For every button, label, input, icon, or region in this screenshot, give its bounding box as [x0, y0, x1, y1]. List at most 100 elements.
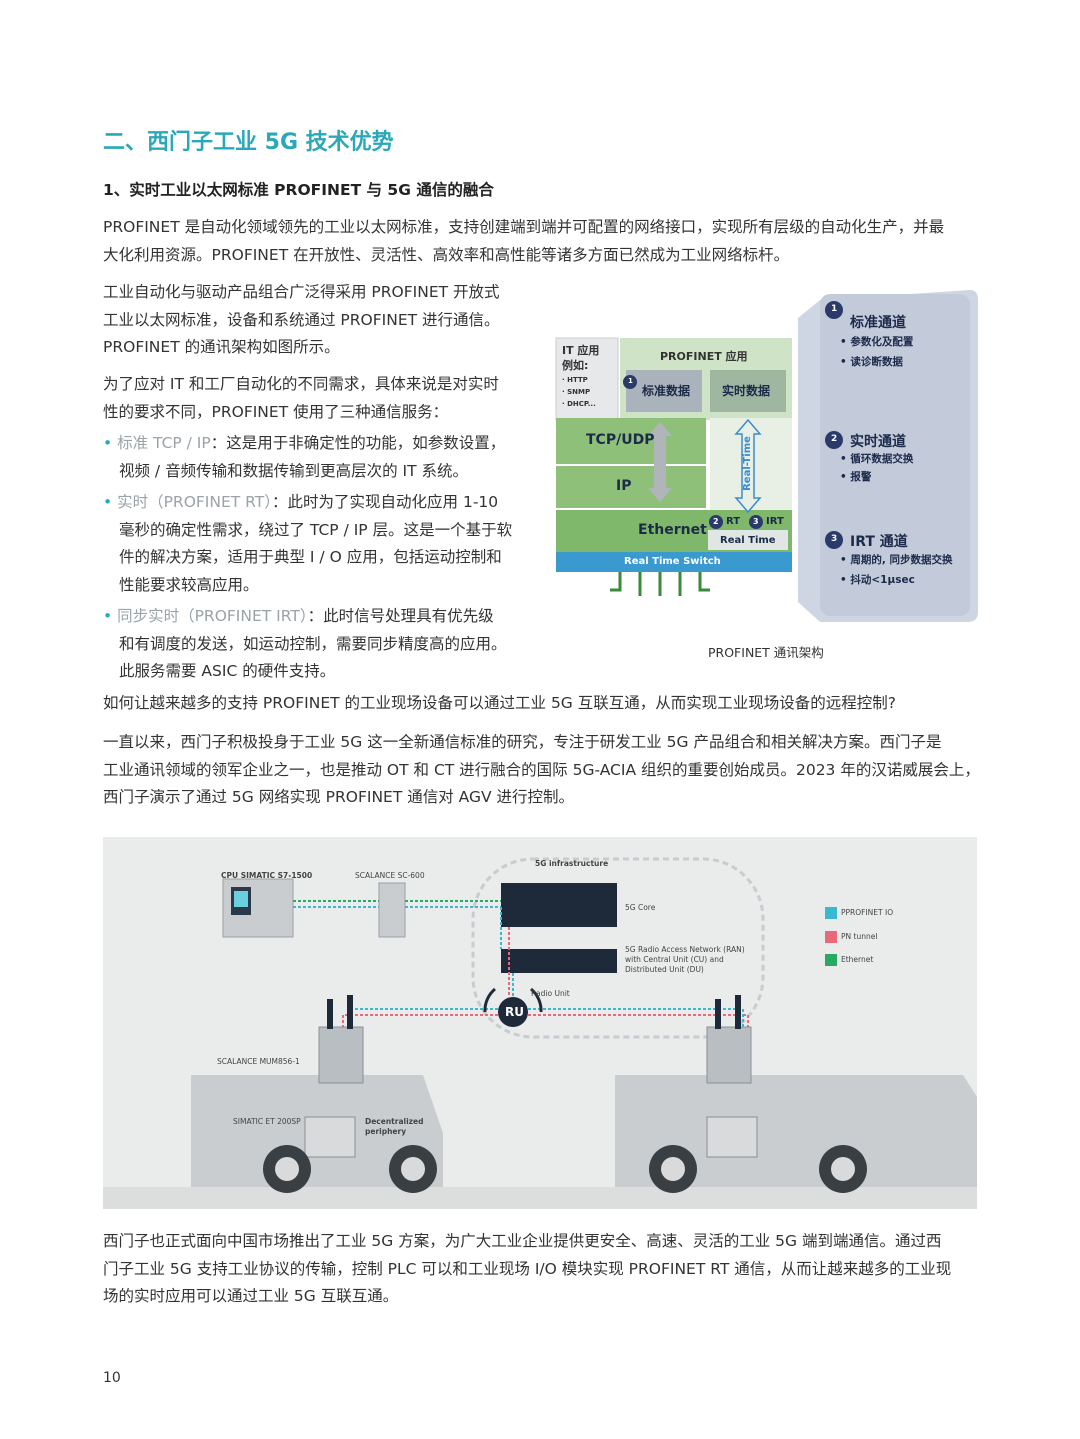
num-circle — [623, 375, 637, 389]
bullet-head: 同步实时（PROFINET IRT） — [117, 607, 308, 625]
wheel-hub — [661, 1157, 685, 1181]
text-line: 工业自动化与驱动产品组合广泛得采用 PROFINET 开放式 — [103, 283, 500, 301]
text-line: 件的解决方案，适用于典型 I / O 应用，包括运动控制和 — [119, 548, 502, 566]
it-items: · HTTP· SNMP· DHCP... — [562, 376, 596, 408]
bullet-head: 标准 TCP / IP — [117, 434, 211, 452]
it-sub: 例如: — [562, 359, 589, 372]
text-line: PROFINET 是自动化领域领先的工业以太网标准，支持创建端到端并可配置的网络… — [103, 218, 945, 236]
ran-label: 5G Radio Access Network (RAN)with Centra… — [625, 945, 745, 974]
page-number: 10 — [103, 1370, 121, 1386]
antenna — [715, 999, 721, 1029]
agv-5g-figure: CPU SIMATIC S7-1500 SCALANCE SC-600 5G i… — [103, 837, 977, 1209]
ethernet-label: Ethernet — [638, 522, 707, 538]
radio-wave — [529, 987, 543, 1013]
tcp-box — [556, 418, 706, 464]
it-title: IT 应用 — [562, 344, 600, 357]
bullet-head: 实时（PROFINET RT） — [117, 493, 273, 511]
num-circle — [825, 431, 843, 449]
num-circle — [825, 301, 843, 319]
ru-label: RU — [505, 1005, 524, 1019]
infra-label: 5G infrastructure — [535, 859, 609, 868]
num-label: 3 — [753, 517, 759, 526]
figure-caption: PROFINET 通讯架构 — [708, 645, 824, 660]
num-circle — [749, 515, 763, 529]
legend-swatch — [825, 931, 837, 943]
realtime-vertical-label: Real-Time — [741, 436, 753, 491]
text-line: ：此时为了实现自动化应用 1-10 — [272, 493, 499, 511]
router-device — [706, 1026, 752, 1084]
architecture-paragraph: 工业自动化与驱动产品组合广泛得采用 PROFINET 开放式 工业以太网标准，设… — [103, 279, 543, 362]
agv-graphics — [103, 857, 977, 1209]
num-label: 3 — [831, 534, 838, 544]
router-device — [318, 1026, 364, 1084]
rt-label: RT — [726, 516, 741, 527]
et200-device — [706, 1116, 758, 1158]
num-circle — [709, 515, 723, 529]
text-line: 西门子演示了通过 5G 网络实现 PROFINET 通信对 AGV 进行控制。 — [103, 788, 575, 806]
agv-body — [615, 1075, 977, 1187]
switch-bar — [556, 552, 792, 572]
subsection-title: 1、实时工业以太网标准 PROFINET 与 5G 通信的融合 — [103, 181, 494, 199]
text-line: ：这是用于非确定性的功能，如参数设置， — [210, 434, 506, 452]
china-market-paragraph: 西门子也正式面向中国市场推出了工业 5G 方案，为广大工业企业提供更安全、高速、… — [103, 1228, 983, 1311]
text-line: ：此时信号处理具有优先级 — [307, 607, 494, 625]
wheel-hub — [401, 1157, 425, 1181]
mum-label: SCALANCE MUM856-1 — [217, 1057, 300, 1066]
text-line: 视频 / 音频传输和数据传输到更高层次的 IT 系统。 — [119, 461, 468, 480]
text-line: 为了应对 IT 和工厂自动化的不同需求，具体来说是对实时 — [103, 375, 499, 393]
profinet-architecture-figure: IT 应用 例如: · HTTP· SNMP· DHCP... PROFINET… — [550, 290, 978, 622]
tcp-label: TCP/UDP — [586, 432, 655, 448]
switch-label: Real Time Switch — [624, 556, 721, 567]
text-line: 工业以太网标准，设备和系统通过 PROFINET 进行通信。 — [103, 310, 500, 329]
it-box — [555, 337, 619, 421]
ip-box — [556, 466, 706, 508]
real-time-label: Real Time — [720, 535, 776, 546]
ip-label: IP — [616, 478, 632, 494]
list-item: • 实时（PROFINET RT）：此时为了实现自动化应用 1-10 毫秒的确定… — [103, 489, 543, 599]
legend-label: PN tunnel — [841, 932, 878, 941]
irt-label: IRT — [766, 516, 784, 527]
switch-connectors — [610, 572, 710, 596]
panel-items: • 参数化及配置 • 读诊断数据 — [840, 336, 914, 368]
text-line: 一直以来，西门子积极投身于工业 5G 这一全新通信标准的研究，专注于研发工业 5… — [103, 733, 942, 751]
real-time-box — [708, 530, 788, 550]
text-line: 场的实时应用可以通过工业 5G 互联互通。 — [103, 1287, 399, 1305]
num-label: 1 — [628, 377, 633, 385]
ground — [103, 1187, 977, 1209]
scalance-sc-label: SCALANCE SC-600 — [355, 871, 425, 880]
num-label: 1 — [831, 304, 838, 314]
wheel-hub — [831, 1157, 855, 1181]
std-data-label: 标准数据 — [642, 384, 691, 398]
services-paragraph: 为了应对 IT 和工厂自动化的不同需求，具体来说是对实时 性的要求不同，PROF… — [103, 371, 543, 426]
network-lines — [293, 900, 749, 1037]
legend-swatch — [825, 907, 837, 919]
cpu-label: CPU SIMATIC S7-1500 — [221, 871, 313, 880]
legend-label: PPROFINET IO — [841, 908, 894, 917]
panel-title: 标准通道 — [850, 315, 906, 331]
text-line: PROFINET 的通讯架构如图所示。 — [103, 338, 340, 356]
profinet-app-label: PROFINET 应用 — [660, 350, 748, 363]
text-line: 性的要求不同，PROFINET 使用了三种通信服务： — [103, 402, 449, 421]
panel-items: • 周期的, 同步数据交换 • 抖动<1μsec — [840, 554, 953, 586]
num-label: 2 — [831, 434, 838, 444]
section-title: 二、西门子工业 5G 技术优势 — [103, 130, 394, 155]
et200-label: SIMATIC ET 200SP — [233, 1117, 301, 1126]
legend-swatch — [825, 954, 837, 966]
ru-device — [498, 997, 528, 1027]
panel-inner — [820, 294, 970, 616]
architecture-graphics — [555, 290, 978, 622]
rt-data-box — [710, 370, 786, 412]
panel-items: • 循环数据交换 • 报警 — [840, 453, 914, 483]
panel-title: IRT 通道 — [850, 534, 908, 550]
text-line: 工业通讯领域的领军企业之一，也是推动 OT 和 CT 进行融合的国际 5G-AC… — [103, 760, 980, 779]
text-line: 门子工业 5G 支持工业协议的传输，控制 PLC 可以和工业现场 I/O 模块实… — [103, 1259, 952, 1278]
legend-label: Ethernet — [841, 955, 874, 964]
intro-paragraph: PROFINET 是自动化领域领先的工业以太网标准，支持创建端到端并可配置的网络… — [103, 214, 983, 269]
num-label: 2 — [713, 517, 719, 526]
ran-device — [501, 949, 617, 973]
core-device — [501, 883, 617, 927]
num-circle — [825, 531, 843, 549]
service-list: • 标准 TCP / IP：这是用于非确定性的功能，如参数设置， 视频 / 音频… — [103, 430, 543, 686]
et200-device — [304, 1116, 356, 1158]
